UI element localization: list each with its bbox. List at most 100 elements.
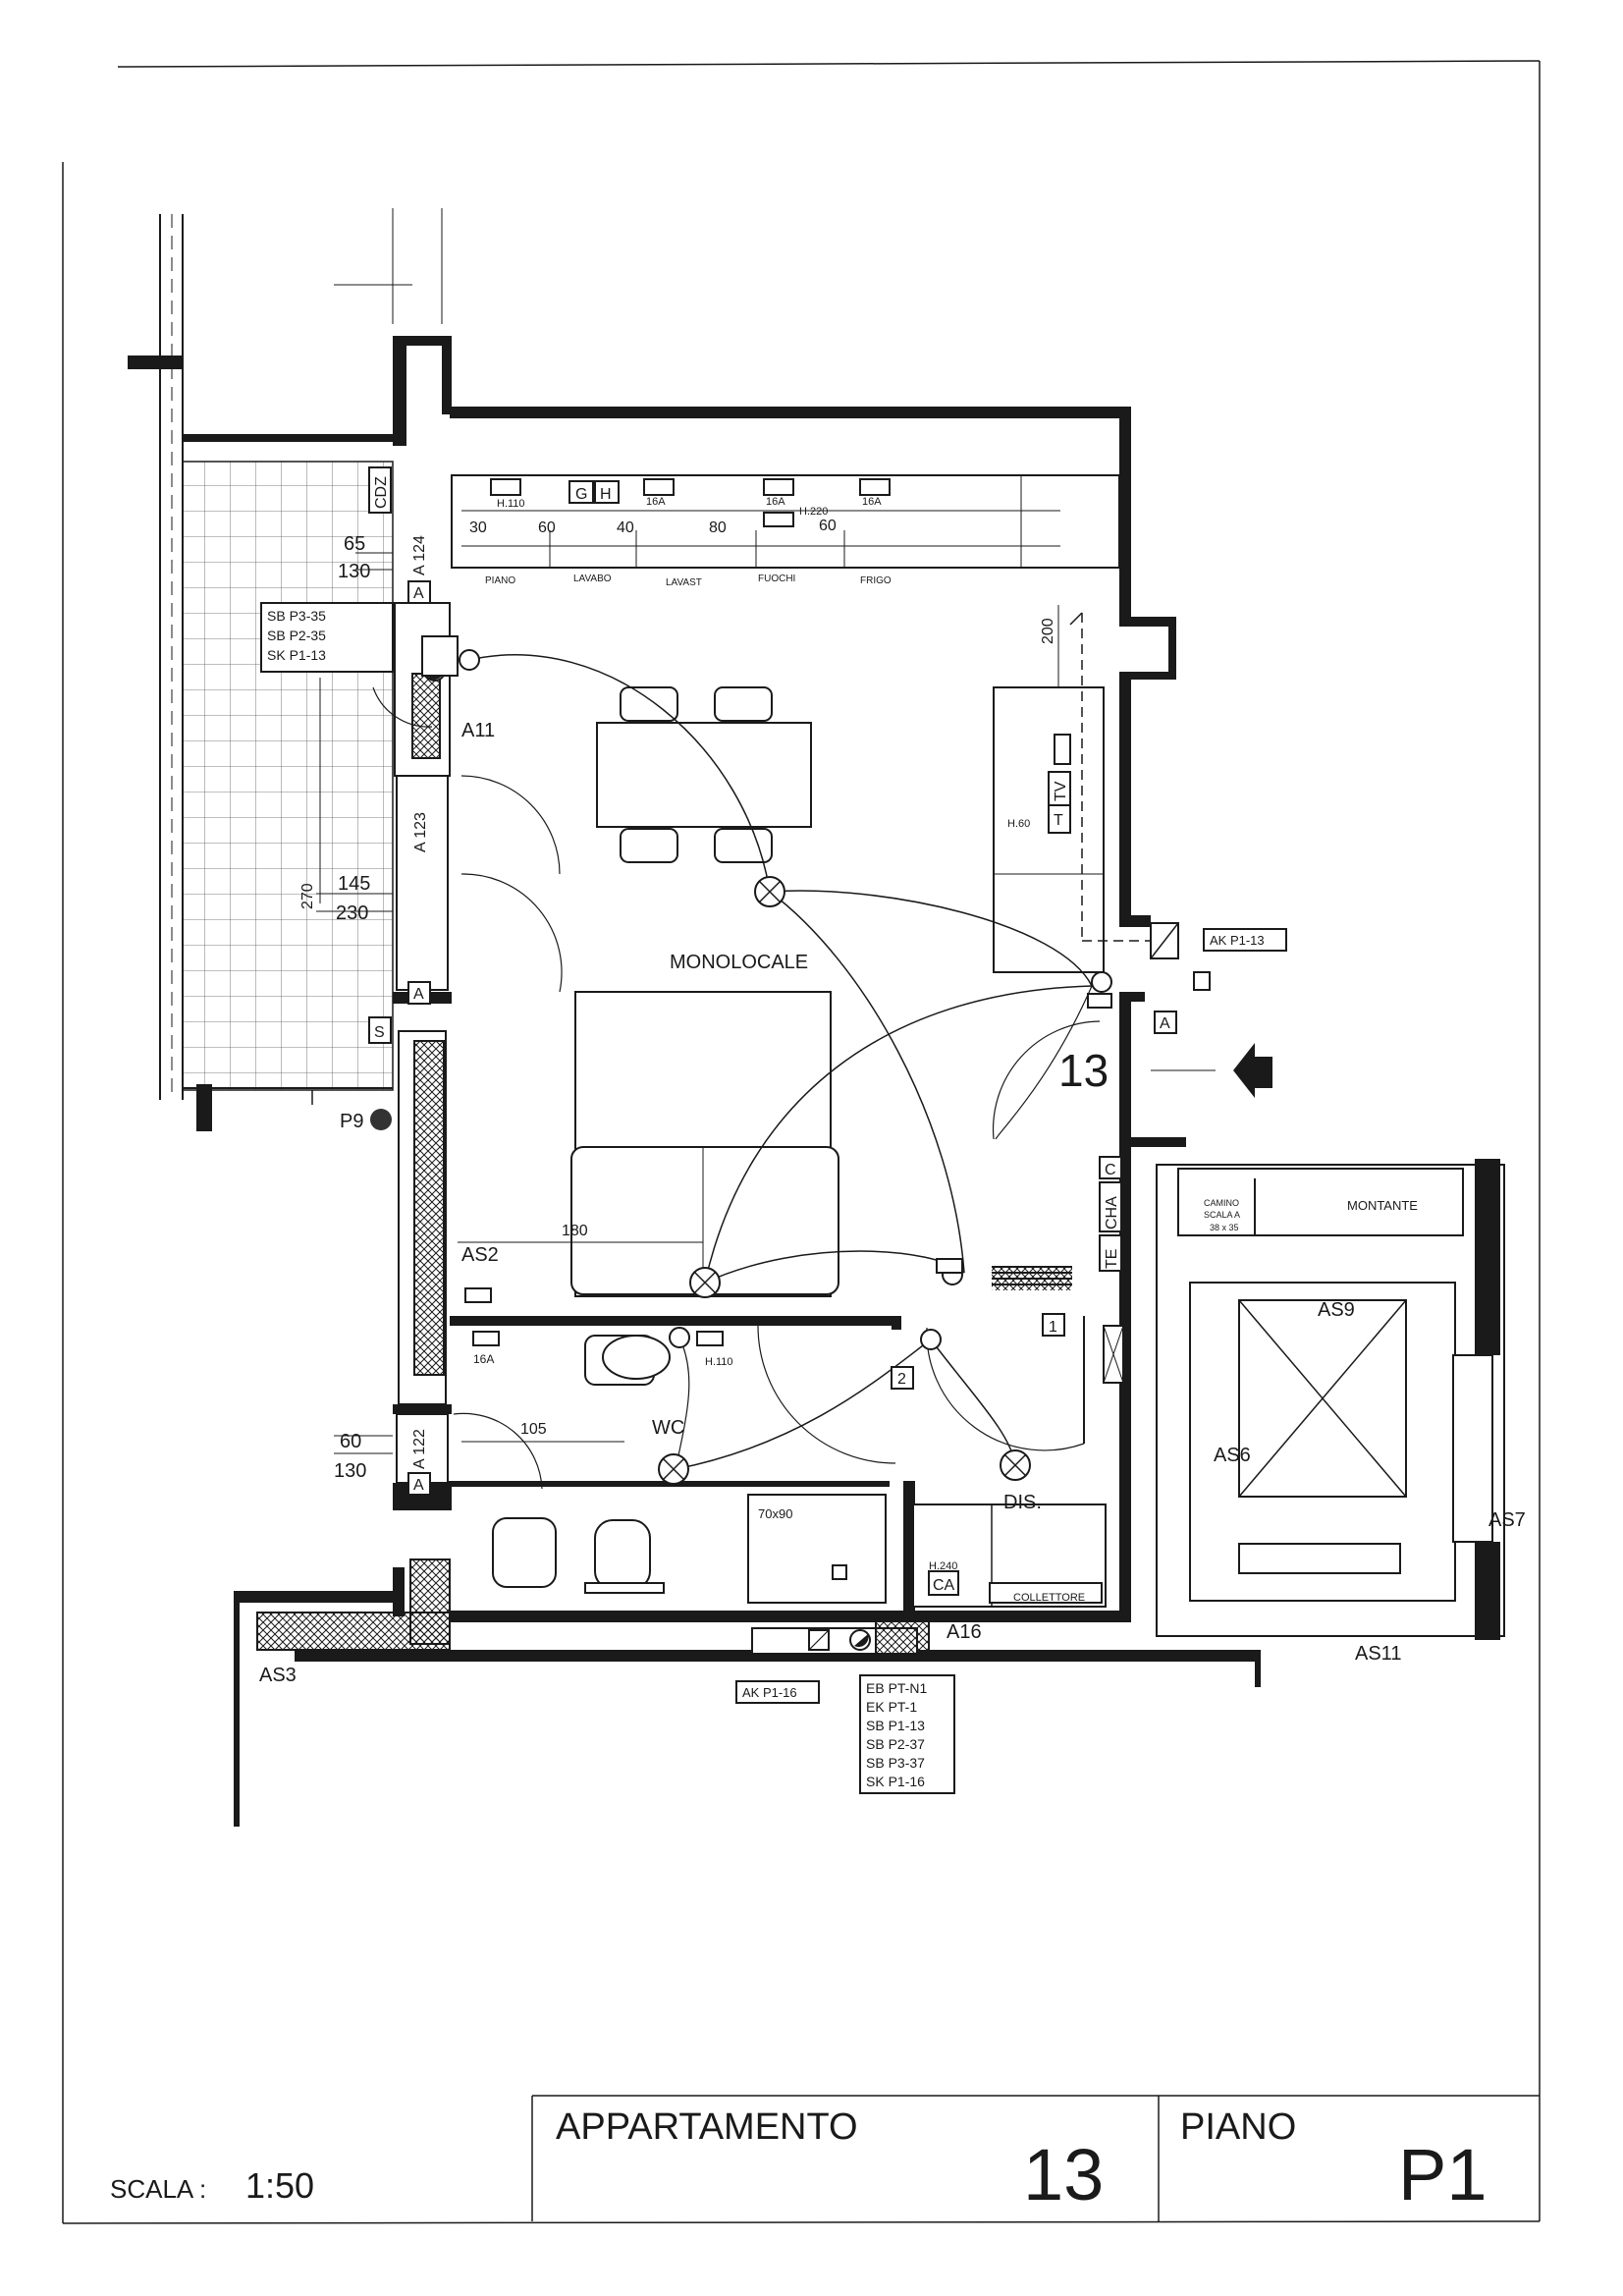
socket-icon xyxy=(464,478,1211,1580)
socket-16a-3: 16A xyxy=(862,496,882,508)
kitchen-dim-5: 60 xyxy=(819,518,837,534)
dim-130-bottom: 130 xyxy=(334,1460,366,1482)
tag-bottom-3: SB P1-13 xyxy=(866,1718,925,1733)
lift-shaft xyxy=(1156,1159,1505,1640)
code-s: S xyxy=(374,1024,385,1041)
kitchen-frigo: FRIGO xyxy=(860,575,892,586)
kitchen-piano: PIANO xyxy=(485,575,515,586)
scale-label: SCALA : xyxy=(110,2174,206,2204)
camino-line-2: SCALA A xyxy=(1204,1210,1240,1220)
room-label-wc: WC xyxy=(652,1417,684,1439)
dim-180: 180 xyxy=(562,1223,588,1239)
code-h: H xyxy=(600,486,612,503)
code-a-1: A xyxy=(413,585,424,602)
tag-bottom-5: SB P3-37 xyxy=(866,1755,925,1771)
dim-230: 230 xyxy=(336,902,368,924)
code-cdz: CDZ xyxy=(373,476,390,509)
tag-bottom-6: SK P1-16 xyxy=(866,1774,925,1789)
sheet-frame xyxy=(62,60,1541,2224)
apartment-number: 13 xyxy=(1023,2134,1104,2215)
tag-top-2: SB P2-35 xyxy=(267,628,326,643)
kitchen-dim-1: 30 xyxy=(469,519,487,536)
title-block xyxy=(531,2095,1540,2221)
height-h240: H.240 xyxy=(929,1560,957,1572)
height-h60: H.60 xyxy=(1007,818,1030,830)
dim-60: 60 xyxy=(340,1431,361,1452)
code-te: TE xyxy=(1104,1249,1120,1269)
tag-bottom-1: EB PT-N1 xyxy=(866,1680,927,1696)
dim-270: 270 xyxy=(299,883,316,909)
dim-a-123: A 123 xyxy=(412,812,429,852)
circuit-lines xyxy=(372,612,1174,1490)
code-tv: TV xyxy=(1053,781,1069,801)
floor-label: PIANO xyxy=(1180,2106,1296,2148)
dim-65: 65 xyxy=(344,533,365,555)
circuit-number-2: 2 xyxy=(897,1371,906,1388)
tag-bottom-2: EK PT-1 xyxy=(866,1699,917,1715)
collettore-label: COLLETTORE xyxy=(1013,1592,1085,1604)
furniture xyxy=(492,686,887,1604)
kitchen-fuochi: FUOCHI xyxy=(758,574,795,584)
code-g: G xyxy=(575,486,587,503)
entrance-number: 13 xyxy=(1058,1045,1109,1096)
socket-16a-1: 16A xyxy=(646,496,666,508)
ak-p1-16-label: AK P1-16 xyxy=(742,1685,797,1700)
room-label-dis: DIS. xyxy=(1003,1492,1042,1513)
ak-p1-16-frame xyxy=(735,1680,820,1704)
room-label-montante: MONTANTE xyxy=(1347,1198,1418,1213)
dim-200: 200 xyxy=(1040,618,1056,644)
camino-line-3: 38 x 35 xyxy=(1210,1223,1239,1232)
dim-105: 105 xyxy=(520,1421,547,1438)
socket-16a-4: 16A xyxy=(473,1352,494,1366)
code-ca: CA xyxy=(933,1577,955,1594)
dim-145: 145 xyxy=(338,873,370,895)
socket-16a-2: 16A xyxy=(766,496,785,508)
service-boxes xyxy=(370,635,1179,1657)
code-p9: P9 xyxy=(340,1111,363,1132)
room-label-monolocale: MONOLOCALE xyxy=(670,952,808,973)
apartment-label: APPARTAMENTO xyxy=(556,2106,858,2148)
letter-boxes xyxy=(368,466,1177,1596)
code-as2: AS2 xyxy=(461,1244,499,1266)
floor-value: P1 xyxy=(1398,2134,1488,2215)
code-as11: AS11 xyxy=(1355,1643,1401,1665)
code-c: C xyxy=(1105,1162,1116,1178)
code-as9: AS9 xyxy=(1318,1299,1355,1321)
height-h110-kitchen: H.110 xyxy=(497,498,525,510)
circuit-number-1: 1 xyxy=(1049,1319,1057,1336)
code-a-2: A xyxy=(413,986,424,1003)
kitchen-lavabo: LAVABO xyxy=(573,574,612,584)
kitchen-lavast: LAVAST xyxy=(666,577,702,588)
dimension-lines xyxy=(316,208,1059,1454)
kitchen-dim-2: 60 xyxy=(538,519,556,536)
exterior-walls xyxy=(183,336,1261,1827)
tag-top-1: SB P3-35 xyxy=(267,608,326,624)
dim-a-122: A 122 xyxy=(411,1429,428,1469)
dim-a-124: A 124 xyxy=(411,535,428,575)
shower-size-label: 70x90 xyxy=(758,1506,792,1521)
tag-list-bottom-frame xyxy=(859,1674,955,1794)
code-a-3: A xyxy=(413,1477,424,1494)
code-a-4: A xyxy=(1160,1015,1170,1032)
ak-p1-13-frame xyxy=(1203,928,1287,952)
code-as7: AS7 xyxy=(1488,1509,1526,1531)
tag-bottom-4: SB P2-37 xyxy=(866,1736,925,1752)
kitchen-dim-4: 80 xyxy=(709,519,727,536)
code-cha: CHA xyxy=(1104,1196,1120,1230)
kitchen-dim-3: 40 xyxy=(617,519,634,536)
balcony-tiles xyxy=(128,214,394,1131)
entrance-arrow-icon xyxy=(1151,1043,1272,1098)
code-a16: A16 xyxy=(947,1621,982,1643)
code-as6: AS6 xyxy=(1214,1445,1251,1466)
left-wall-strip xyxy=(256,602,451,1651)
scale-value: 1:50 xyxy=(245,2165,314,2206)
tag-list-top-frame xyxy=(260,602,394,673)
dim-130-top: 130 xyxy=(338,561,370,582)
code-as3: AS3 xyxy=(259,1665,297,1686)
ak-p1-13-label: AK P1-13 xyxy=(1210,933,1265,948)
height-h110-wc: H.110 xyxy=(705,1356,733,1368)
height-h220: H.220 xyxy=(799,506,828,518)
tag-top-3: SK P1-13 xyxy=(267,647,326,663)
camino-line-1: CAMINO xyxy=(1204,1198,1239,1208)
